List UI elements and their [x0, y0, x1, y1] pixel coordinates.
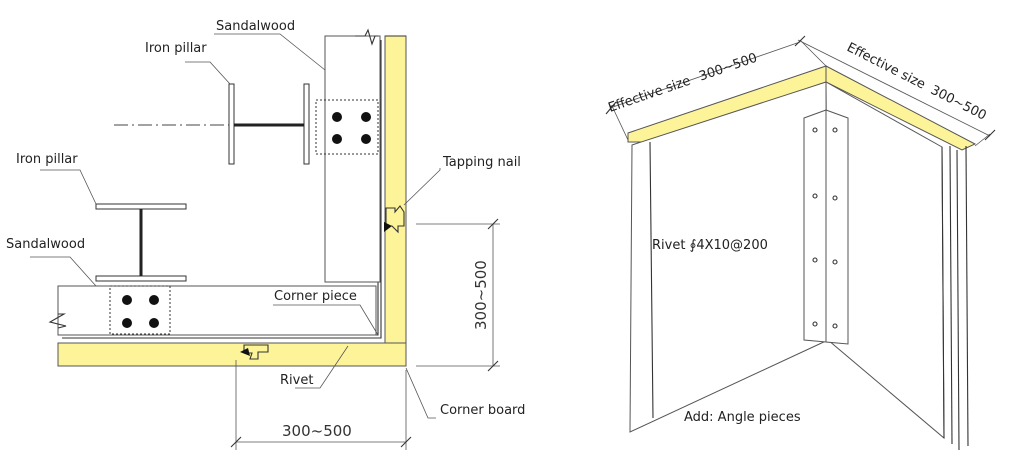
panel-top-edge-right [825, 65, 977, 151]
iron-pillar-top [114, 83, 310, 165]
label-tapping-nail: Tapping nail [442, 155, 521, 170]
horizontal-sandalwood [57, 285, 377, 336]
label-sandalwood-top: Sandalwood [216, 19, 295, 34]
angle-piece [803, 109, 849, 345]
corner-piece-angle [62, 40, 382, 339]
bolt-group-top [315, 99, 379, 155]
label-sandalwood-left: Sandalwood [6, 237, 85, 252]
plan-section-detail: Sandalwood Iron pillar Iron pillar Sanda… [6, 19, 525, 450]
horizontal-panel [57, 342, 407, 367]
value-effective-size-left: 300~500 [697, 51, 759, 85]
bolt-group-bottom [109, 285, 171, 335]
dimension-horizontal: 300~500 [282, 422, 352, 440]
label-iron-pillar-left: Iron pillar [16, 152, 78, 167]
label-rivet-spec: Rivet ∮4X10@200 [652, 238, 768, 253]
label-effective-size-left: Effective size [606, 74, 692, 116]
label-rivet: Rivet [280, 373, 313, 388]
label-corner-board: Corner board [440, 403, 525, 418]
dimension-vertical: 300~500 [472, 260, 490, 330]
vertical-sandalwood [324, 35, 381, 283]
value-effective-size-right: 300~500 [928, 83, 989, 124]
isometric-corner-detail: Effective size 300~500 Effective size 30… [605, 35, 996, 451]
label-iron-pillar-top: Iron pillar [145, 41, 207, 56]
label-corner-piece: Corner piece [274, 289, 357, 304]
label-add-angle-pieces: Add: Angle pieces [684, 410, 801, 425]
vertical-panel [384, 35, 407, 367]
iron-pillar-left [95, 203, 187, 282]
